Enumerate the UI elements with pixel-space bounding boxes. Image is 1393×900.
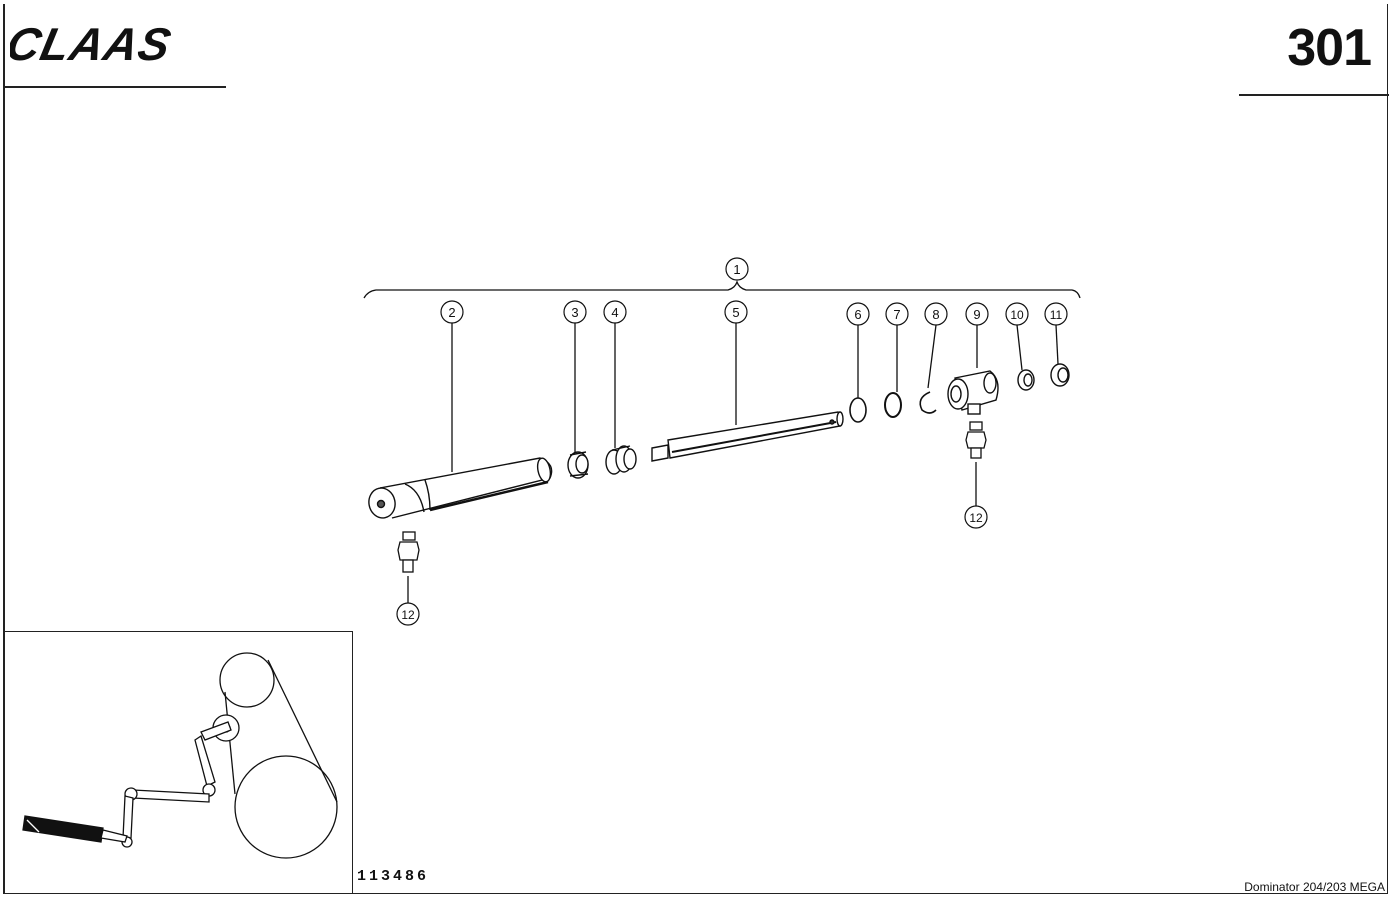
callout-1-circle — [725, 257, 749, 281]
page-number: 301 — [1287, 19, 1372, 77]
page-number-rule — [1239, 94, 1389, 96]
page-border — [3, 4, 1388, 894]
part-cylinder-body — [368, 457, 553, 519]
callout-10: 10 — [1010, 308, 1024, 322]
callout-7-circle — [885, 302, 909, 326]
callout-12b-circle — [396, 602, 420, 626]
callout-10-circle — [1005, 302, 1029, 326]
callout-4-circle — [603, 300, 627, 324]
part-snap-ring — [919, 391, 937, 414]
part-o-ring-6 — [849, 397, 867, 423]
inset-lower-pulley — [234, 755, 338, 859]
callout-4: 4 — [611, 305, 618, 320]
callout-3-circle — [563, 300, 587, 324]
callout-12b: 12 — [401, 608, 415, 622]
callout-2: 2 — [448, 305, 455, 320]
inset-link-vertical — [122, 795, 134, 839]
inset-belt-left — [224, 691, 236, 795]
part-cylinder-head — [947, 370, 999, 415]
part-piston — [605, 445, 637, 475]
part-piston-rod — [651, 411, 844, 462]
inset-lever-middle — [194, 734, 216, 787]
callout-6-circle — [846, 302, 870, 326]
model-label: Dominator 204/203 MEGA — [1244, 880, 1385, 894]
part-seal-ring — [567, 451, 589, 479]
part-grease-nipple-head — [965, 421, 987, 459]
logo-rule — [3, 86, 226, 88]
callout-5: 5 — [732, 305, 739, 320]
inset-upper-pulley — [219, 652, 275, 708]
callout-8: 8 — [932, 307, 939, 322]
part-grease-nipple-body — [397, 531, 420, 573]
callout-2-circle — [440, 300, 464, 324]
locator-inset-drawing — [22, 652, 338, 859]
callout-1: 1 — [733, 262, 740, 277]
callout-7: 7 — [893, 307, 900, 322]
inset-hydraulic-cylinder — [22, 815, 128, 843]
leader-line-11 — [1055, 324, 1059, 365]
callout-3: 3 — [571, 305, 578, 320]
brand-logo-text: CLAAS — [10, 22, 176, 66]
callout-6: 6 — [854, 307, 861, 322]
leader-line-10 — [1016, 324, 1023, 371]
part-guide-ring-10 — [1017, 369, 1035, 391]
leader-line-8 — [927, 324, 937, 389]
part-o-ring-7 — [884, 392, 902, 418]
claas-logo: CLAAS — [10, 22, 176, 66]
callout-8-circle — [924, 302, 948, 326]
inset-belt-right — [267, 659, 338, 803]
drawing-number: 113486 — [357, 868, 430, 885]
assembly-bracket — [363, 279, 1081, 299]
page-left-rule — [3, 4, 5, 894]
callout-9: 9 — [973, 307, 980, 322]
callout-9-circle — [965, 302, 989, 326]
locator-inset — [3, 631, 353, 893]
part-wiper-ring-11 — [1050, 363, 1070, 387]
callout-12a-circle — [964, 505, 988, 529]
callout-5-circle — [724, 300, 748, 324]
inset-lever-top — [200, 721, 232, 741]
callout-12a: 12 — [969, 511, 983, 525]
inset-link-bar — [132, 789, 210, 803]
callout-11-circle — [1044, 302, 1068, 326]
callout-11: 11 — [1050, 308, 1063, 322]
